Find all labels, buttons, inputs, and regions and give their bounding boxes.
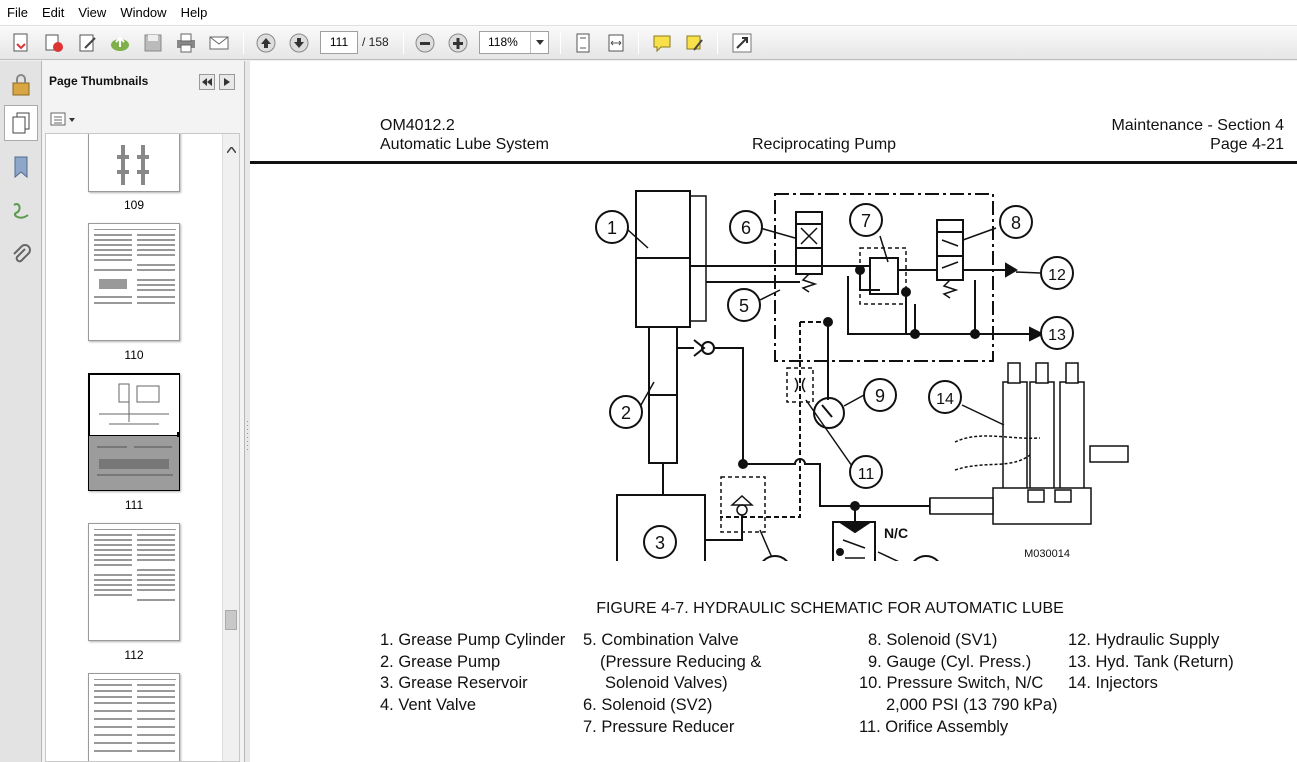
print-icon[interactable] bbox=[173, 30, 199, 56]
zoom-out-icon[interactable] bbox=[412, 30, 438, 56]
legend-item: 8. Solenoid (SV1) bbox=[868, 631, 998, 649]
menu-bar: File Edit View Window Help bbox=[0, 0, 1297, 26]
thumbnail-page-112[interactable] bbox=[88, 523, 180, 641]
expand-panel-icon[interactable] bbox=[219, 74, 235, 90]
panel-title: Page Thumbnails bbox=[49, 74, 149, 88]
legend-item: (Pressure Reducing & bbox=[600, 653, 762, 671]
callout-13: 13 bbox=[1048, 327, 1066, 344]
figure-id: M030014 bbox=[1024, 548, 1070, 560]
legend-item: 1. Grease Pump Cylinder bbox=[380, 631, 566, 649]
create-pdf-icon[interactable] bbox=[8, 30, 34, 56]
toolbar: 111 / 158 118% bbox=[0, 26, 1297, 60]
callout-3: 3 bbox=[655, 533, 665, 553]
callout-9: 9 bbox=[875, 386, 885, 406]
scroll-thumb[interactable] bbox=[225, 610, 237, 630]
zoom-select[interactable]: 118% bbox=[479, 31, 549, 54]
callout-1: 1 bbox=[607, 218, 617, 238]
thumbnails-tab-icon[interactable] bbox=[4, 105, 38, 141]
legend-item: 5. Combination Valve bbox=[583, 631, 739, 649]
save-icon[interactable] bbox=[140, 30, 166, 56]
navigation-rail bbox=[0, 61, 42, 762]
callout-7: 7 bbox=[861, 211, 871, 231]
thumbnail-scrollbar[interactable] bbox=[222, 134, 239, 761]
email-icon[interactable] bbox=[206, 30, 232, 56]
menu-edit[interactable]: Edit bbox=[41, 4, 65, 20]
attachment-icon[interactable] bbox=[4, 237, 38, 273]
legend-item: 2,000 PSI (13 790 kPa) bbox=[886, 696, 1058, 714]
legend-item: 3. Grease Reservoir bbox=[380, 674, 528, 692]
callout-6: 6 bbox=[741, 218, 751, 238]
header-page-number: Page 4-21 bbox=[1210, 136, 1284, 153]
legend-item: 10. Pressure Switch, N/C bbox=[859, 674, 1044, 692]
figure-caption: FIGURE 4-7. HYDRAULIC SCHEMATIC FOR AUTO… bbox=[596, 600, 1064, 617]
header-rule bbox=[250, 161, 1297, 164]
callout-14: 14 bbox=[936, 391, 954, 408]
bookmark-icon[interactable] bbox=[4, 149, 38, 185]
chevron-down-icon[interactable] bbox=[530, 32, 548, 53]
edit-icon[interactable] bbox=[75, 30, 101, 56]
upload-icon[interactable] bbox=[107, 30, 133, 56]
collapse-panel-icon[interactable] bbox=[199, 74, 215, 90]
header-doc-number: OM4012.2 bbox=[380, 117, 455, 134]
thumbnail-page-111[interactable] bbox=[88, 373, 180, 491]
page-total: / 158 bbox=[362, 35, 389, 49]
header-center-title: Reciprocating Pump bbox=[752, 136, 897, 153]
header-section: Maintenance - Section 4 bbox=[1111, 117, 1284, 134]
menu-window[interactable]: Window bbox=[120, 4, 167, 20]
thumbnail-page-109[interactable] bbox=[88, 134, 180, 192]
thumbnail-list[interactable]: 109 110 111 112 bbox=[45, 133, 240, 762]
thumbnail-options-icon[interactable] bbox=[50, 110, 76, 128]
callout-5: 5 bbox=[739, 296, 749, 316]
legend-item: 13. Hyd. Tank (Return) bbox=[1068, 653, 1234, 671]
combine-icon[interactable] bbox=[41, 30, 67, 56]
thumbnail-label: 109 bbox=[123, 198, 145, 212]
thumbnail-label: 111 bbox=[124, 498, 144, 512]
thumbnail-label: 112 bbox=[124, 648, 144, 662]
scroll-up-icon[interactable] bbox=[226, 140, 237, 158]
thumbnail-label: 110 bbox=[124, 348, 144, 362]
menu-file[interactable]: File bbox=[7, 4, 28, 20]
comment-icon[interactable] bbox=[649, 30, 675, 56]
document-page: OM4012.2 Automatic Lube System Reciproca… bbox=[250, 61, 1297, 762]
legend-item: 9. Gauge (Cyl. Press.) bbox=[868, 653, 1032, 671]
thumbnail-page-110[interactable] bbox=[88, 223, 180, 341]
callout-2: 2 bbox=[621, 403, 631, 423]
lock-icon[interactable] bbox=[4, 67, 38, 103]
highlight-icon[interactable] bbox=[682, 30, 708, 56]
legend-item: 14. Injectors bbox=[1068, 674, 1158, 692]
menu-help[interactable]: Help bbox=[180, 4, 208, 20]
thumbnail-page-113[interactable] bbox=[88, 673, 180, 761]
legend-item: 7. Pressure Reducer bbox=[583, 718, 735, 736]
legend-item: 2. Grease Pump bbox=[380, 653, 501, 671]
signature-icon[interactable] bbox=[4, 193, 38, 229]
callout-8: 8 bbox=[1011, 213, 1021, 233]
fit-page-icon[interactable] bbox=[570, 30, 596, 56]
callout-11: 11 bbox=[858, 466, 875, 483]
panel-splitter[interactable] bbox=[245, 61, 250, 762]
page-number-input[interactable]: 111 bbox=[320, 31, 358, 54]
menu-view[interactable]: View bbox=[78, 4, 107, 20]
next-page-icon[interactable] bbox=[286, 30, 312, 56]
zoom-in-icon[interactable] bbox=[445, 30, 471, 56]
callout-12: 12 bbox=[1048, 267, 1066, 284]
zoom-value: 118% bbox=[488, 35, 518, 49]
legend-item: 11. Orifice Assembly bbox=[859, 718, 1009, 736]
combination-valve-box bbox=[774, 193, 994, 362]
legend-item: 12. Hydraulic Supply bbox=[1068, 631, 1220, 649]
expand-icon[interactable] bbox=[729, 30, 755, 56]
header-section-title: Automatic Lube System bbox=[380, 136, 549, 153]
nc-label: N/C bbox=[884, 525, 908, 541]
prev-page-icon[interactable] bbox=[253, 30, 279, 56]
thumbnails-panel: Page Thumbnails 109 110 111 112 bbox=[42, 61, 245, 762]
legend-item: 4. Vent Valve bbox=[380, 696, 477, 714]
fit-width-icon[interactable] bbox=[603, 30, 629, 56]
hydraulic-schematic: 1 2 3 4 5 6 7 8 9 10 11 12 13 14 N/C M03… bbox=[595, 190, 1129, 561]
legend-item: 6. Solenoid (SV2) bbox=[583, 696, 713, 714]
legend-item: Solenoid Valves) bbox=[605, 674, 728, 692]
